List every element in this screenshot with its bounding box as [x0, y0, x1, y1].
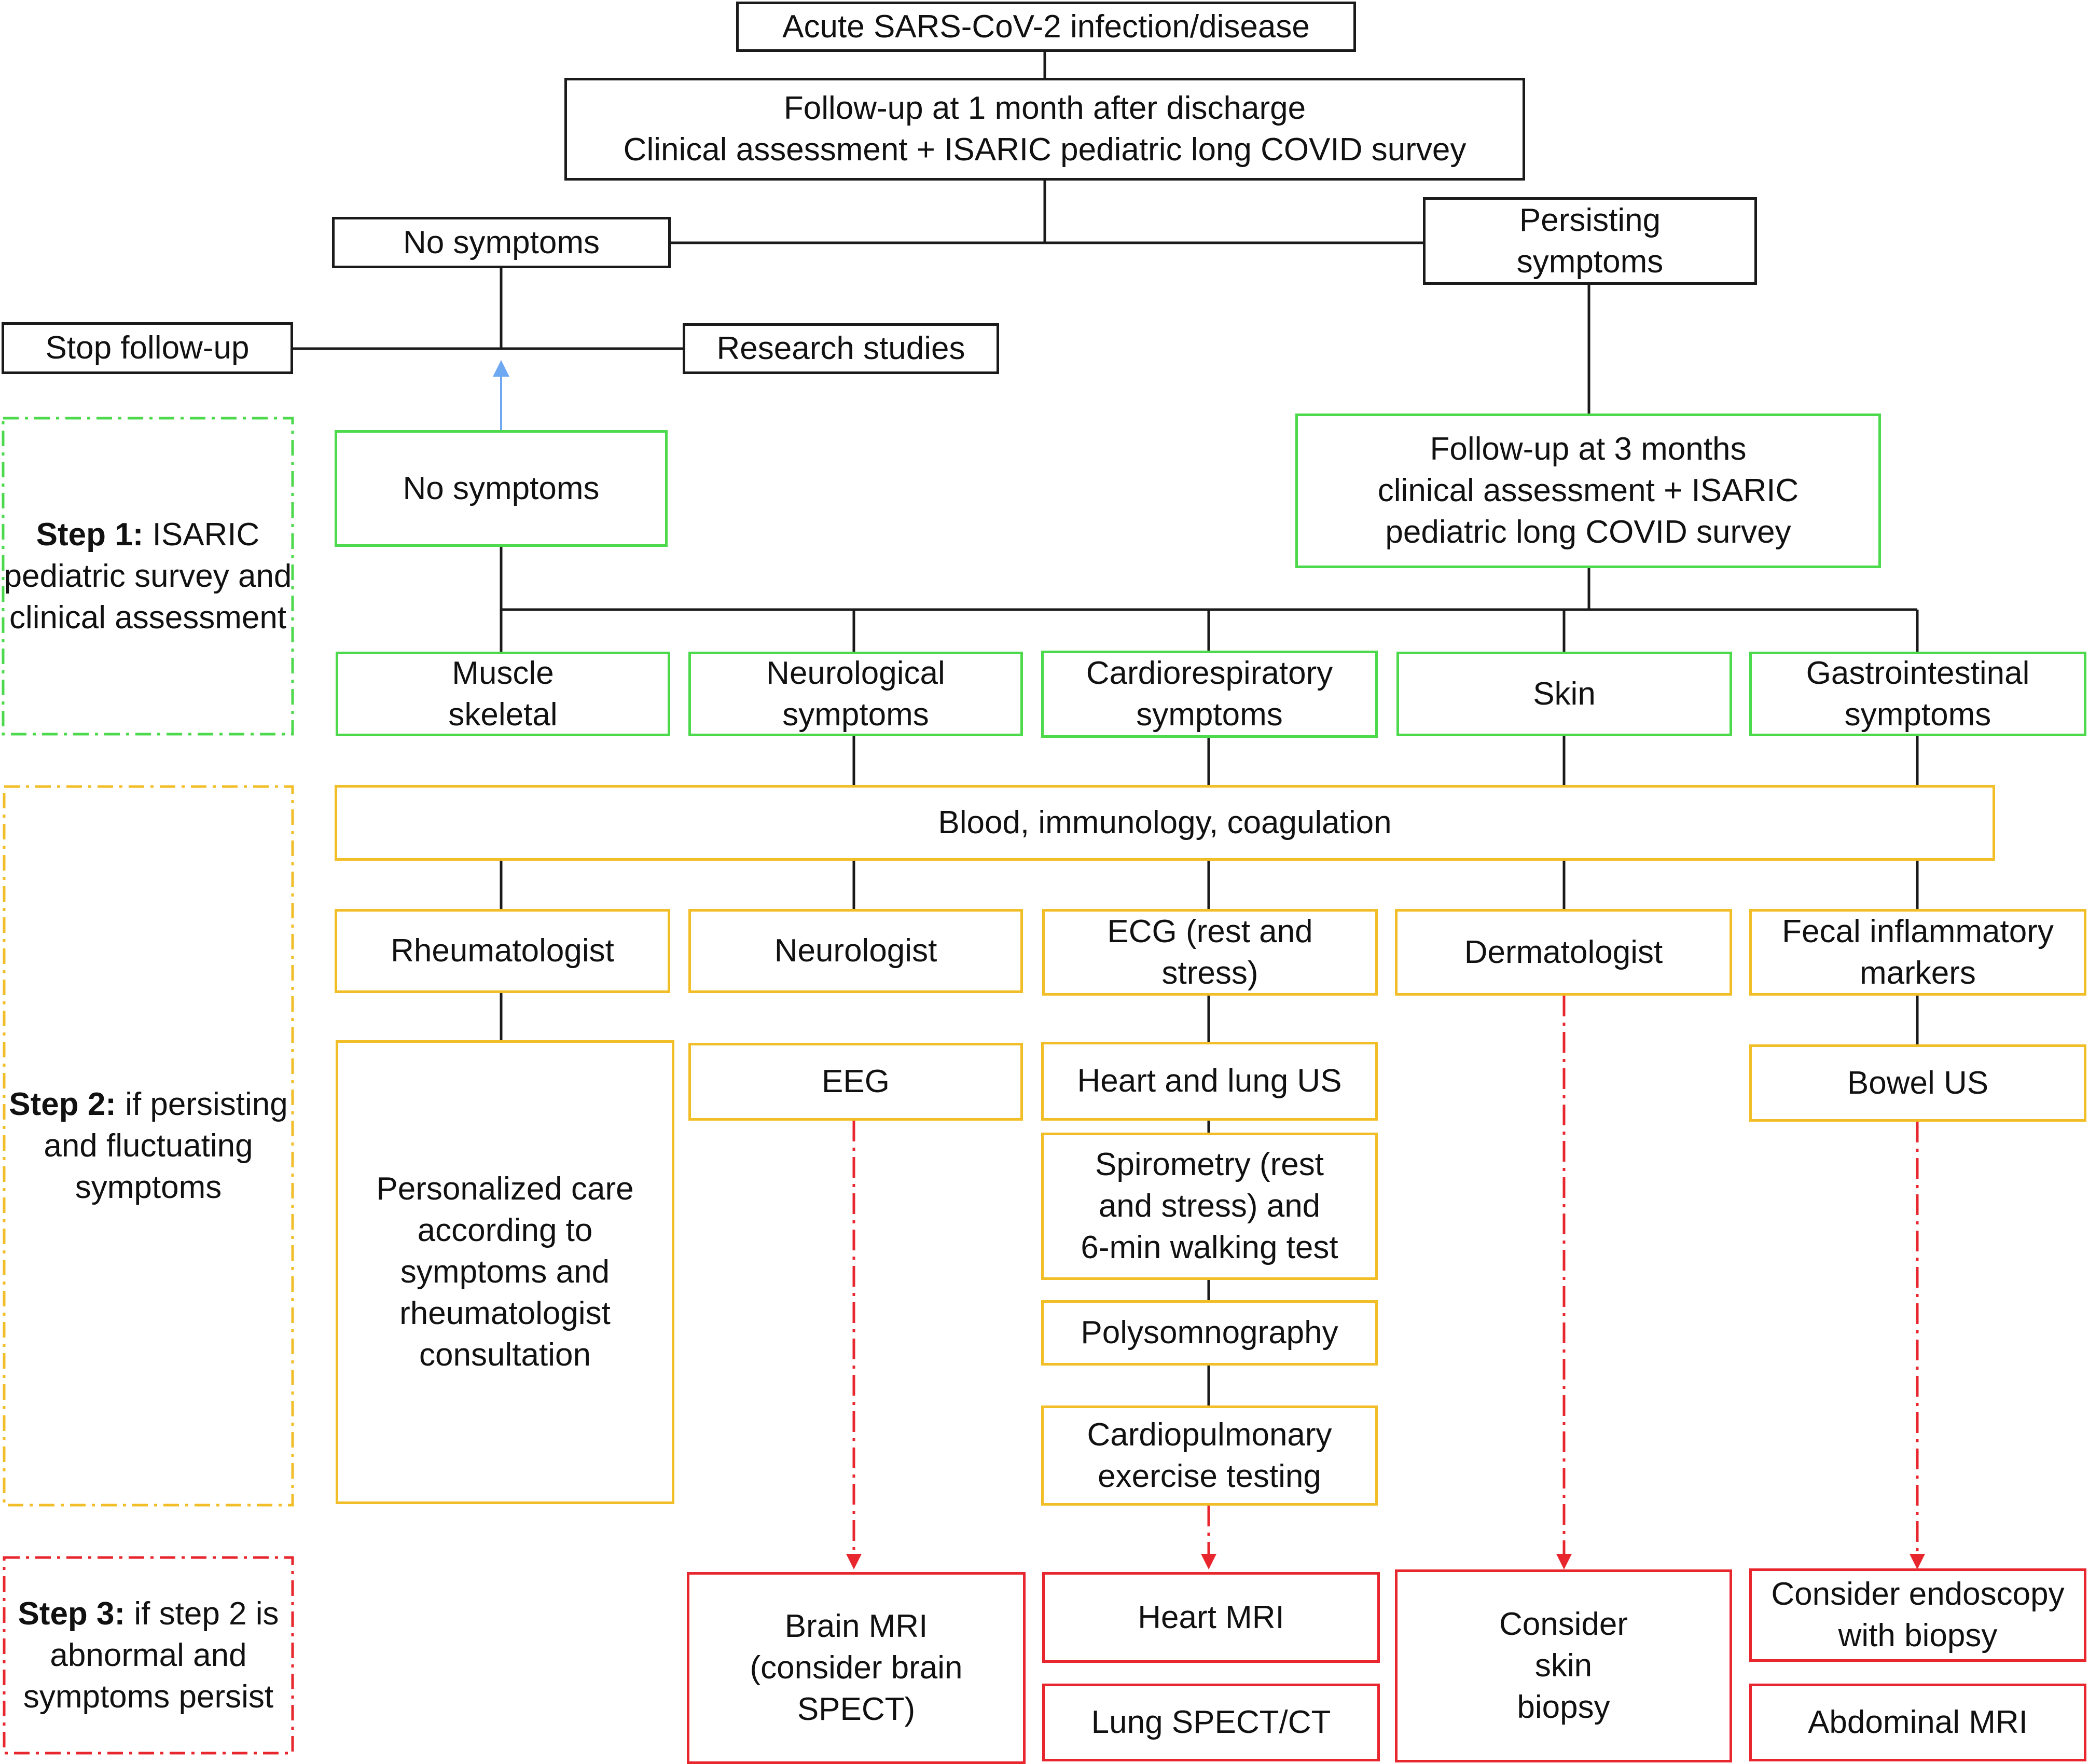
node-eeg: EEG	[688, 1043, 1023, 1121]
step2-rest: if persisting and fluctuating symptoms	[44, 1086, 288, 1205]
step3-rest: if step 2 is abnormal and symptoms persi…	[23, 1595, 279, 1715]
step1-text: Step 1: ISARIC pediatric survey and clin…	[2, 514, 294, 639]
step1-rest: ISARIC pediatric survey and clinical ass…	[4, 516, 292, 636]
node-blood-immunology: Blood, immunology, coagulation	[335, 785, 1995, 861]
node-acute-infection: Acute SARS-CoV-2 infection/disease	[736, 2, 1356, 52]
node-followup-3-months: Follow-up at 3 months clinical assessmen…	[1295, 414, 1881, 568]
node-heart-lung-us: Heart and lung US	[1041, 1042, 1378, 1121]
node-stop-followup: Stop follow-up	[2, 322, 293, 374]
node-cardiorespiratory-symptoms: Cardiorespiratory symptoms	[1041, 651, 1378, 738]
step2-text: Step 2: if persisting and fluctuating sy…	[3, 1084, 294, 1208]
node-persisting-symptoms: Persisting symptoms	[1423, 197, 1757, 285]
node-no-symptoms-green: No symptoms	[335, 430, 668, 547]
node-gastrointestinal-symptoms: Gastrointestinal symptoms	[1749, 652, 2086, 736]
step3-frame	[3, 1556, 294, 1755]
node-muscle-skeletal: Muscle skeletal	[336, 652, 670, 736]
node-personalized-care: Personalized care according to symptoms …	[336, 1040, 674, 1504]
node-spirometry: Spirometry (rest and stress) and 6-min w…	[1041, 1133, 1378, 1280]
node-bowel-us: Bowel US	[1749, 1044, 2086, 1122]
node-fecal-markers: Fecal inflammatory markers	[1749, 909, 2086, 996]
step1-frame	[2, 417, 294, 736]
node-polysomnography: Polysomnography	[1041, 1300, 1378, 1366]
step2-bold: Step 2:	[9, 1086, 116, 1122]
step3-text: Step 3: if step 2 is abnormal and sympto…	[3, 1593, 294, 1718]
node-ecg: ECG (rest and stress)	[1042, 909, 1378, 996]
node-lung-spect-ct: Lung SPECT/CT	[1042, 1684, 1380, 1761]
node-followup-1-month: Follow-up at 1 month after discharge Cli…	[564, 78, 1525, 181]
node-cardiopulmonary-exercise: Cardiopulmonary exercise testing	[1041, 1405, 1378, 1506]
node-research-studies: Research studies	[683, 323, 999, 374]
step1-label: Step 1: ISARIC pediatric survey and clin…	[2, 417, 294, 736]
node-dermatologist: Dermatologist	[1395, 909, 1732, 996]
step2-label: Step 2: if persisting and fluctuating sy…	[3, 785, 294, 1507]
node-endoscopy-biopsy: Consider endoscopy with biopsy	[1749, 1568, 2086, 1662]
node-brain-mri: Brain MRI (consider brain SPECT)	[687, 1572, 1026, 1764]
node-neurological-symptoms: Neurological symptoms	[688, 652, 1023, 736]
node-neurologist: Neurologist	[688, 909, 1023, 993]
node-skin-biopsy: Consider skin biopsy	[1395, 1569, 1732, 1762]
node-no-symptoms-top: No symptoms	[332, 217, 671, 268]
step1-bold: Step 1:	[36, 516, 144, 553]
node-rheumatologist: Rheumatologist	[335, 909, 670, 993]
node-heart-mri: Heart MRI	[1042, 1572, 1380, 1663]
step2-frame	[3, 785, 294, 1507]
step3-bold: Step 3:	[18, 1595, 126, 1632]
node-abdominal-mri: Abdominal MRI	[1749, 1684, 2086, 1761]
step3-label: Step 3: if step 2 is abnormal and sympto…	[3, 1556, 294, 1755]
node-skin: Skin	[1396, 652, 1732, 736]
